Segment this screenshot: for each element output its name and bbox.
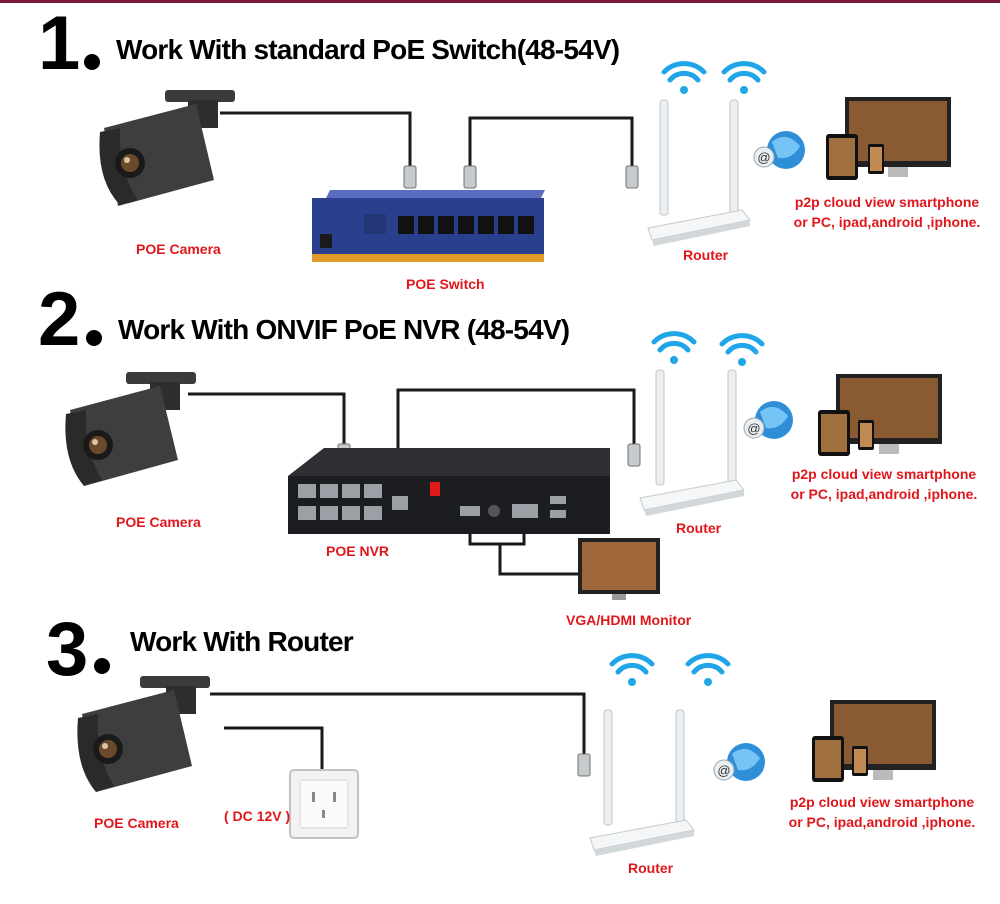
router-icon (639, 369, 745, 516)
bullet-camera-icon (99, 90, 235, 206)
number-dot (84, 54, 100, 70)
cloud-view-text: p2p cloud view smartphone or PC, ipad,an… (776, 792, 988, 832)
internet-globe-icon: @ (713, 743, 765, 781)
cable (210, 692, 586, 772)
router-label: Router (683, 247, 729, 263)
rj45-plug-icon (577, 753, 591, 777)
number-dot (86, 330, 102, 346)
camera-label: POE Camera (136, 241, 221, 257)
svg-text:@: @ (747, 421, 760, 436)
router-label: Router (628, 860, 674, 876)
section-number: 3 (46, 607, 89, 692)
cloud-view-line: p2p cloud view smartphone (789, 794, 975, 810)
bullet-camera-icon (65, 372, 196, 486)
rj45-plug-icon (403, 165, 639, 189)
wifi-icon (661, 61, 767, 83)
devices-icon (812, 700, 936, 782)
cloud-view-line: or PC, ipad,android ,iphone. (790, 486, 978, 502)
section-title: Work With standard PoE Switch(48-54V) (116, 34, 620, 65)
wifi-icon (651, 331, 765, 355)
svg-text:@: @ (717, 763, 730, 778)
wifi-icon (609, 653, 731, 675)
section-number: 1 (38, 1, 81, 86)
bullet-camera-icon (77, 676, 210, 792)
power-socket-icon (289, 769, 359, 839)
cloud-view-line: p2p cloud view smartphone (794, 194, 980, 210)
section-title: Work With Router (130, 626, 354, 657)
router-icon (589, 709, 695, 856)
top-border (0, 0, 1000, 3)
cloud-view-text: p2p cloud view smartphone or PC, ipad,an… (782, 192, 992, 232)
power-label: ( DC 12V ) (224, 808, 291, 824)
section-title: Work With ONVIF PoE NVR (48-54V) (118, 314, 570, 345)
cloud-view-text: p2p cloud view smartphone or PC, ipad,an… (778, 464, 990, 504)
monitor-label: VGA/HDMI Monitor (566, 612, 692, 628)
number-dot (94, 658, 110, 674)
poe-nvr-icon (288, 448, 610, 534)
devices-icon (818, 374, 942, 456)
cable (220, 111, 634, 168)
router-label: Router (676, 520, 722, 536)
device-label: POE Switch (406, 276, 485, 292)
router-icon (647, 99, 751, 246)
monitor-icon (578, 538, 660, 600)
internet-globe-icon: @ (743, 401, 793, 439)
cloud-view-line: or PC, ipad,android ,iphone. (788, 814, 976, 830)
device-label: POE NVR (326, 543, 390, 559)
cloud-view-line: or PC, ipad,android ,iphone. (793, 214, 981, 230)
poe-switch-icon (312, 190, 545, 262)
camera-label: POE Camera (116, 514, 201, 530)
svg-text:@: @ (757, 150, 770, 165)
camera-label: POE Camera (94, 815, 179, 831)
internet-globe-icon: @ (753, 131, 805, 169)
section-number: 2 (38, 277, 81, 362)
cloud-view-line: p2p cloud view smartphone (791, 466, 977, 482)
devices-icon (826, 97, 951, 180)
